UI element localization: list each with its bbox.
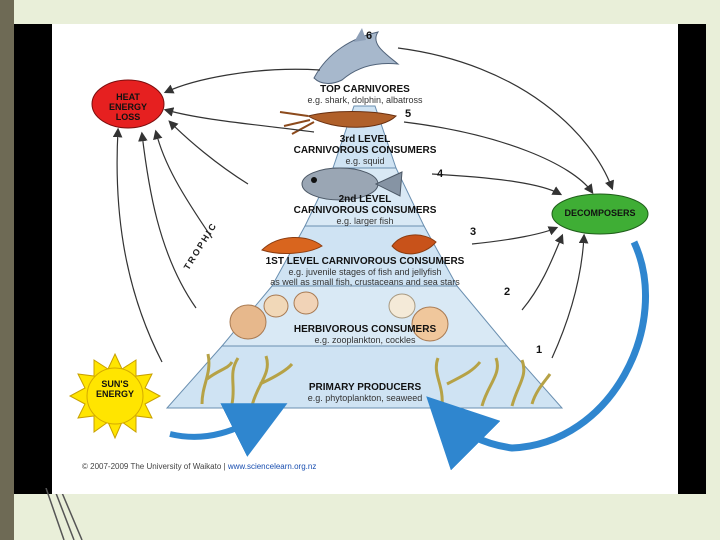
heat-loss-label: HEAT ENERGY LOSS (95, 92, 161, 122)
tier-2-subtitle: e.g. zooplankton, cockles (314, 335, 416, 345)
heat-loss-oval (91, 79, 165, 129)
level-number-3: 3 (470, 226, 477, 238)
tier-1-subtitle: e.g. phytoplankton, seaweed (307, 393, 423, 403)
sun-label-line1: SUN'S (101, 379, 129, 389)
tier-2-title: HERBIVOROUS CONSUMERS (293, 324, 437, 335)
tier-1-title: PRIMARY PRODUCERS (308, 382, 422, 393)
tier-6-subtitle: e.g. shark, dolphin, albatross (307, 95, 423, 105)
seaweed-icon (200, 353, 552, 407)
level-number-4: 4 (437, 168, 444, 180)
level-number-5: 5 (405, 108, 412, 120)
shell-icon (229, 291, 449, 342)
source-link[interactable]: www.sciencelearn.org.nz (227, 462, 317, 471)
level-number-1: 1 (536, 344, 543, 356)
heat-label-line3: LOSS (115, 112, 141, 122)
dolphin-icon (313, 28, 400, 84)
squid-icon (279, 111, 397, 135)
sun-energy-arrow (169, 403, 288, 457)
tier-4-subtitle: e.g. larger fish (336, 216, 394, 226)
slide-side-bar (0, 0, 14, 540)
tier-3-subtitle: e.g. juvenile stages of fish and jellyfi… (288, 267, 442, 277)
nutrient-return-arrow (426, 240, 650, 471)
tier-5-subtitle: e.g. squid (345, 156, 385, 166)
tier-5-title-line2: CARNIVOROUS CONSUMERS (293, 145, 437, 156)
level-number-2: 2 (504, 286, 511, 298)
tier-4-title: 2nd LEVEL (338, 194, 392, 205)
decomposers-label: DECOMPOSERS (564, 208, 636, 218)
decomposer-arrows (397, 47, 614, 359)
tier-5-title: 3rd LEVEL (339, 134, 391, 145)
tier-6-title: TOP CARNIVORES (320, 84, 410, 95)
pyramid-diagram (68, 28, 650, 471)
heat-label-line1: HEAT (116, 92, 140, 102)
sun-label-line2: ENERGY (95, 389, 134, 399)
sun-energy-label: SUN'S ENERGY (82, 379, 148, 399)
food-pyramid-figure: TOP CARNIVORES e.g. shark, dolphin, alba… (52, 24, 678, 494)
sun-icon (68, 352, 162, 440)
slide-decor-lines (45, 488, 83, 540)
tier-3-title: 1ST LEVEL CARNIVOROUS CONSUMERS (265, 256, 465, 267)
fish-icon (301, 167, 403, 201)
copyright-footer: © 2007-2009 The University of Waikato | … (82, 462, 316, 471)
copyright-text: © 2007-2009 The University of Waikato | (82, 462, 228, 471)
heat-label-line2: ENERGY (108, 102, 147, 112)
shrimp-icon (261, 234, 437, 255)
heat-loss-arrows (112, 68, 321, 363)
decomposers-oval (551, 193, 649, 235)
level-number-6: 6 (366, 30, 373, 42)
tier-4-title-line2: CARNIVOROUS CONSUMERS (293, 205, 437, 216)
tier-3-subtitle-line2: as well as small fish, crustaceans and s… (270, 277, 460, 287)
